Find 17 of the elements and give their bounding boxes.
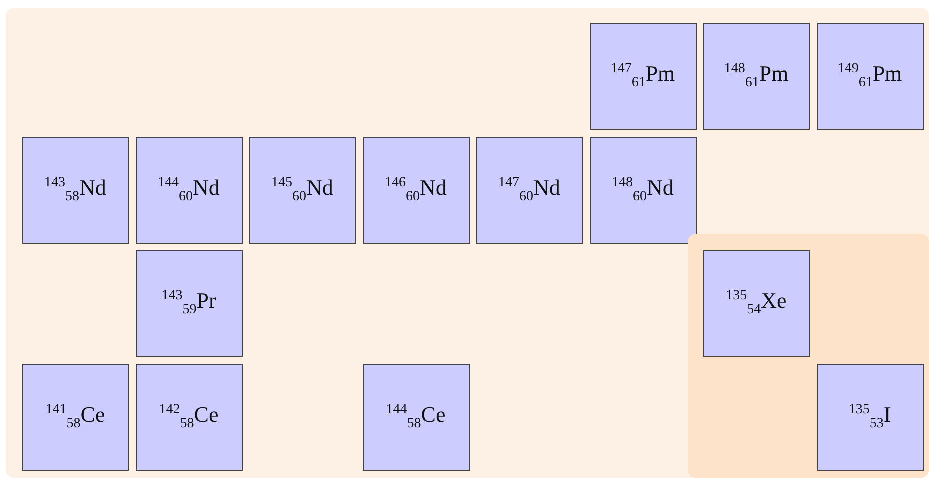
nuclide-box xyxy=(362,364,470,470)
nuclide-box xyxy=(362,136,470,244)
nuclide-box xyxy=(22,136,129,244)
nuclide-box xyxy=(136,250,242,357)
nuclide-box xyxy=(816,23,924,130)
nuclide-box xyxy=(816,364,924,470)
nuclide-box xyxy=(703,250,810,357)
nuclide-box xyxy=(476,136,583,244)
nuclide-box xyxy=(590,136,696,244)
nuclide-box xyxy=(703,23,810,130)
chart-background xyxy=(6,8,929,478)
highlight-region xyxy=(688,234,929,478)
nuclide-box xyxy=(136,136,242,244)
nuclide-box xyxy=(590,23,696,130)
nuclide-box xyxy=(136,364,242,470)
nuclide-box xyxy=(249,136,356,244)
nuclide-box xyxy=(22,364,129,470)
